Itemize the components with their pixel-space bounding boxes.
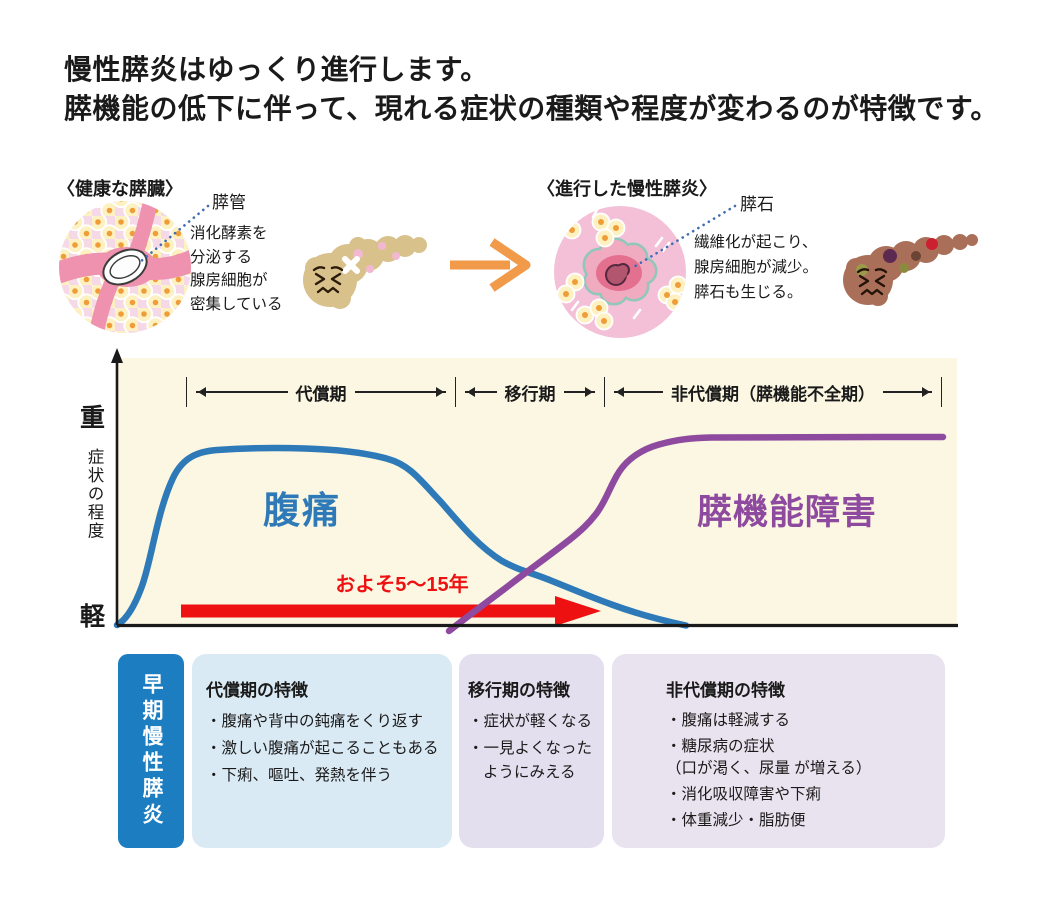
bullet: ・激しい腹痛が起こることもある [206, 740, 439, 757]
pancreas-illustrations [59, 201, 978, 338]
title-line-2: 膵機能の低下に伴って、現れる症状の種類や程度が変わるのが特徴です。 [64, 93, 999, 124]
healthy-description: 消化酵素を 分泌する 腺房細胞が 密集している [190, 225, 283, 313]
bullet-continuation: ようにみえる [483, 764, 576, 781]
right-arrow-line [354, 387, 446, 397]
duration-arrow-icon [181, 596, 601, 626]
pain-curve [113, 444, 690, 629]
early-chronic-pancreatitis-tag: 早期慢性膵炎 [118, 654, 184, 848]
page-title: 慢性膵炎はゆっくり進行します。 膵機能の低下に伴って、現れる症状の種類や程度が変… [64, 50, 999, 128]
box-heading: 代償期の特徴 [206, 681, 308, 700]
bullet-continuation: （口が渇く、尿量 が増える） [666, 760, 872, 777]
healthy-heading: 〈健康な膵臓〉 [57, 179, 183, 199]
bullet: ・消化吸収障害や下痢 [666, 786, 822, 803]
pain-curve-label: 腹痛 [263, 490, 341, 531]
left-arrow-line [196, 387, 288, 397]
left-arrow-line [465, 387, 497, 397]
callout-line-stone [630, 204, 737, 270]
pancreatic-stone-icon [605, 263, 630, 286]
early-chronic-pancreatitis-label: 早期慢性膵炎 [140, 673, 163, 829]
dysfunction-curve-label: 膵機能障害 [697, 493, 878, 532]
bullet: ・下痢、嘔吐、発熱を伴う [206, 767, 393, 784]
phase-header: 代償期 移行期 非代償期（膵機能不全期） [186, 377, 942, 407]
duct-callout-label: 膵管 [212, 193, 246, 212]
phase-compensated: 代償期 [186, 377, 455, 407]
phase-label: 代償期 [295, 384, 347, 404]
phase-transition: 移行期 [455, 377, 604, 407]
y-axis-max-label: 重 [80, 404, 106, 432]
right-arrow-line [883, 387, 932, 397]
dysfunction-curve [445, 433, 947, 635]
decompensated-features-box: 非代償期の特徴 ・腹痛は軽減する ・糖尿病の症状 （口が渇く、尿量 が増える） … [612, 654, 945, 848]
callout-line-duct [138, 204, 210, 264]
bullet: ・腹痛や背中の鈍痛をくり返す [206, 713, 424, 730]
advanced-description: 繊維化が起こり、 腺房細胞が減少。 膵石も生じる。 [694, 234, 819, 301]
stone-callout-label: 膵石 [740, 195, 774, 214]
bullet: ・腹痛は軽減する [666, 712, 791, 729]
y-axis-title: 症状の程度 [85, 448, 103, 541]
right-arrow-line [563, 387, 595, 397]
phase-label: 移行期 [504, 384, 556, 404]
bullet: ・体重減少・脂肪便 [666, 812, 806, 829]
progression-arrow-icon [450, 238, 531, 292]
duration-label: およそ5～15年 [335, 574, 469, 596]
advanced-heading: 〈進行した慢性膵炎〉 [537, 179, 717, 199]
bullet: ・糖尿病の症状 [666, 738, 775, 755]
bullet: ・症状が軽くなる [468, 713, 593, 730]
healthy-tissue-circle-icon [59, 201, 191, 333]
box-heading: 移行期の特徴 [468, 681, 570, 700]
symptom-progression-chart [111, 348, 958, 635]
left-arrow-line [614, 387, 663, 397]
healthy-pancreas-icon [303, 235, 427, 309]
diseased-pancreas-icon [843, 234, 978, 306]
transition-features-box: 移行期の特徴 ・症状が軽くなる ・一見よくなった ようにみえる [459, 654, 604, 848]
advanced-tissue-circle-icon [554, 206, 686, 338]
phase-decompensated: 非代償期（膵機能不全期） [604, 377, 942, 407]
bullet: ・一見よくなった [468, 740, 593, 757]
box-heading: 非代償期の特徴 [666, 681, 785, 700]
y-axis-min-label: 軽 [80, 603, 106, 631]
chart-plot-area [117, 358, 957, 625]
chart-axes [111, 348, 958, 628]
compensated-features-box: 代償期の特徴 ・腹痛や背中の鈍痛をくり返す ・激しい腹痛が起こることもある ・下… [192, 654, 452, 848]
phase-label: 非代償期（膵機能不全期） [671, 384, 875, 404]
title-line-1: 慢性膵炎はゆっくり進行します。 [64, 54, 489, 85]
